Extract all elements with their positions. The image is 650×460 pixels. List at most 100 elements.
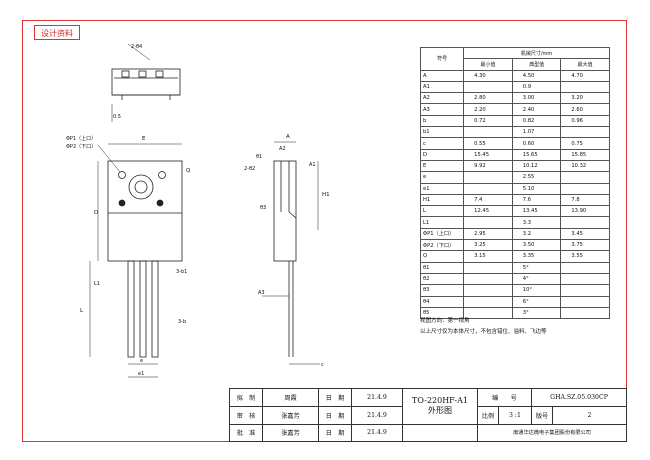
cell-max [560,171,610,184]
cell-sym: L1 [419,216,465,229]
cell-min [463,182,513,195]
cell-typ: 4° [511,272,562,286]
package-name: TO-220HF-A1 [412,396,468,406]
cell-sym: θ5 [419,306,465,320]
min-header: 最小值 [463,58,513,71]
cell-min: 9.92 [463,159,513,173]
side-view: A A2 θ1 2-θ2 θ3 H1 A1 A3 c [244,134,330,368]
cell-typ: 13.45 [511,205,562,218]
cell-min [463,126,513,139]
cell-sym: e1 [419,182,465,195]
cell-max [560,261,610,274]
cell-max: 3.20 [560,92,610,105]
cell-min [463,295,513,308]
cell-sym: Q [419,250,465,263]
typ-header: 典型值 [511,58,562,71]
front-view: E ΦP1（上口） ΦP2（下口） Q D 3-b1 L1 L 3-b e e1 [66,135,191,378]
cell-sym: A3 [419,103,465,116]
side-c-label: c [321,362,324,368]
note-dimension-scope: 以上尺寸仅为本体尺寸，不包含错位、溢料、飞边等 [420,329,547,335]
cell-max [560,80,610,94]
stamp-label: 设计资料 [34,25,80,40]
reviewed-name: 张嘉芳 [262,405,319,425]
cell-sym: b [419,114,465,128]
cell-typ: 3.2 [511,227,562,241]
side-a-label: A [286,134,290,140]
cell-sym: L [419,205,465,218]
cell-min: 7.4 [463,193,513,207]
mounting-hole [128,174,154,200]
cell-min [463,272,513,286]
cell-max: 3.55 [560,250,610,263]
side-a2-label: A2 [279,146,286,152]
lead-3 [151,260,159,358]
cell-max: 3.75 [560,239,610,252]
cell-max [560,306,610,320]
cell-typ: 10.12 [511,159,562,173]
reviewed-date-label: 日 期 [318,405,352,425]
version-label: 版号 [530,405,554,425]
cell-typ: 4.50 [511,69,562,82]
cell-max: 0.96 [560,114,610,128]
reviewed-date: 21.4.9 [351,405,403,425]
group-header: 机械尺寸/mm [463,46,610,60]
cell-typ: 0.60 [511,137,562,150]
p2-label: ΦP2（下口） [66,144,96,150]
code-label: 编 号 [477,388,532,407]
table-row: θ1 5° [419,261,610,274]
symbol-header: 符号 [419,47,465,71]
cell-typ: 5° [511,261,562,274]
cell-typ: 10° [511,284,562,297]
side-a1-label: A1 [309,162,316,168]
cell-max: 7.8 [560,193,610,207]
cell-min: 3.15 [463,250,513,263]
side-theta1-label: θ1 [256,154,262,160]
b1-label: 3-b1 [176,269,187,275]
cell-min [463,171,513,184]
table-row: θ5 3° [419,306,610,320]
drafted-name: 周霞 [262,388,319,407]
side-a3-label: A3 [258,290,265,296]
side-theta3-label: θ3 [260,205,266,211]
cell-typ: 0.82 [511,114,562,128]
cell-typ: 1.07 [511,126,562,139]
max-header: 最大值 [560,58,610,71]
code-value: GHA.SZ.05.030CP [531,388,627,407]
e-label: e [140,358,143,364]
cell-typ: 3° [511,306,562,320]
top-angle-label: 2-θ4 [131,44,142,50]
scale-label: 比例 [477,405,499,425]
cell-sym: θ2 [419,272,465,286]
note-view-direction: 视图方向：第一视角 [420,318,470,324]
drawing-type: 外形图 [428,406,452,416]
cell-sym: c [419,137,465,150]
cell-typ: 3.00 [511,92,562,105]
cell-sym: θ1 [419,261,465,274]
notes: 视图方向：第一视角 以上尺寸仅为本体尺寸，不包含错位、溢料、飞边等 [420,316,547,338]
scale-value: 3 :1 [498,405,532,425]
cell-max: 4.70 [560,69,610,82]
cell-min: 3.25 [463,239,513,252]
cell-min [463,284,513,297]
company-name: 南通华达微电子集团股份有限公司 [477,423,627,443]
front-e-label: E [142,136,146,142]
l1-label: L1 [94,281,100,287]
cell-typ: 15.65 [511,148,562,161]
table-row: θ2 4° [419,272,610,286]
top-gap-label: 0.5 [113,114,121,120]
side-h1-label: H1 [322,192,330,198]
cell-min [463,261,513,274]
cell-max: 0.75 [560,137,610,150]
cell-min [463,80,513,94]
